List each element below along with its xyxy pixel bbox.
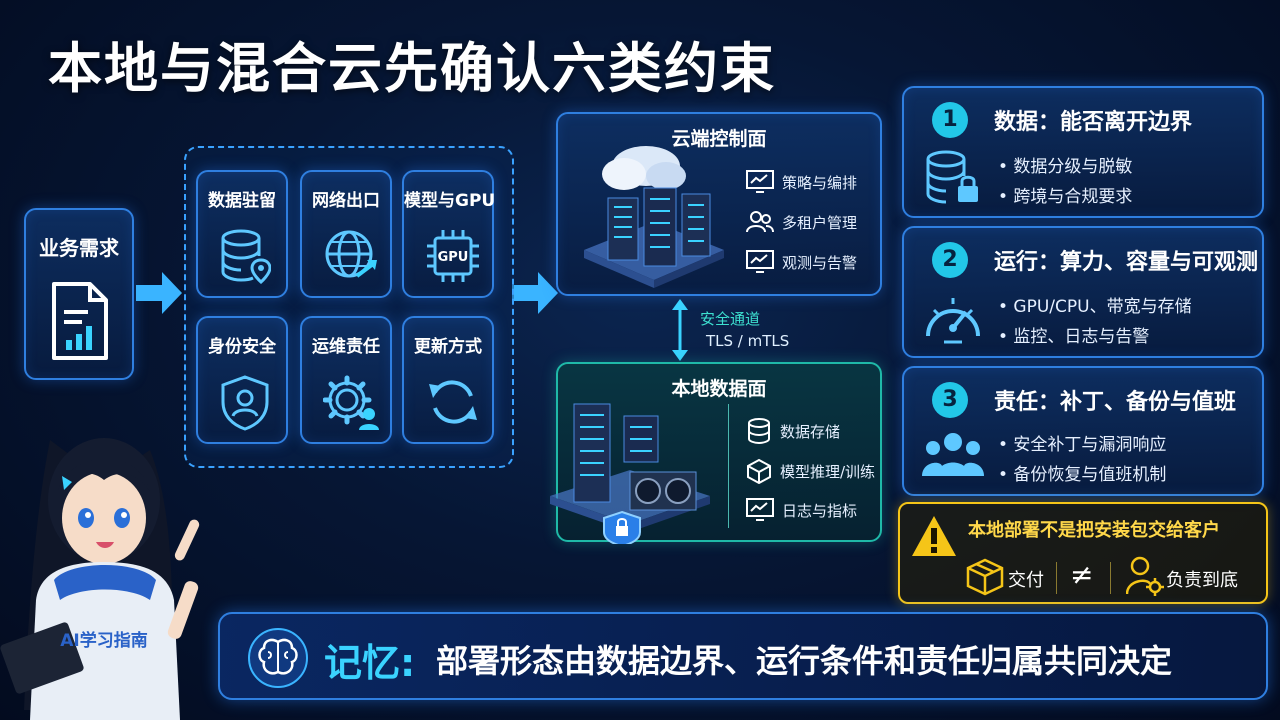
cloud-feature-observability: 观测与告警 bbox=[746, 250, 857, 274]
card-bullet: • 安全补丁与漏洞响应 bbox=[998, 435, 1167, 455]
package-box-icon bbox=[966, 558, 1004, 596]
user-gear-icon bbox=[1126, 556, 1164, 596]
constraint-identity-security: 身份安全 bbox=[196, 316, 288, 444]
card-number: 3 bbox=[932, 382, 968, 418]
constraint-model-gpu: 模型与GPU GPU bbox=[402, 170, 496, 298]
card-title: 数据：能否离开边界 bbox=[994, 110, 1193, 135]
gpu-chip-text: GPU bbox=[438, 250, 469, 265]
cube-icon bbox=[747, 458, 771, 484]
database-icon bbox=[748, 418, 770, 444]
constraint-label: 运维责任 bbox=[312, 337, 380, 357]
local-data-title: 本地数据面 bbox=[671, 378, 767, 400]
gauge-icon bbox=[926, 298, 980, 344]
bidirectional-arrow-icon bbox=[672, 299, 688, 361]
constraint-network-egress: 网络出口 bbox=[300, 170, 392, 298]
memory-label: 记忆: bbox=[324, 641, 416, 685]
monitor-chart-icon bbox=[746, 170, 774, 193]
local-feature-inference: 模型推理/训练 bbox=[746, 458, 875, 484]
local-data-plane: 本地数据面 数据存储 模型推理/训练 日志与指标 bbox=[550, 362, 882, 544]
card-bullet: • 监控、日志与告警 bbox=[998, 327, 1150, 347]
local-feature-label: 日志与指标 bbox=[782, 501, 858, 520]
warning-title: 本地部署不是把安装包交给客户 bbox=[968, 520, 1220, 541]
local-server-illustration bbox=[550, 403, 710, 544]
card-number: 1 bbox=[932, 102, 968, 138]
refresh-icon bbox=[429, 380, 477, 424]
card-runtime: 2 运行：算力、容量与可观测 • GPU/CPU、带宽与存储 • 监控、日志与告… bbox=[902, 226, 1264, 358]
brain-icon bbox=[248, 628, 308, 688]
card-bullet: • GPU/CPU、带宽与存储 bbox=[998, 297, 1192, 317]
constraint-label: 网络出口 bbox=[312, 191, 380, 211]
cloud-server-illustration bbox=[584, 146, 724, 288]
cloud-control-plane: 云端控制面 策略与编排 多租户管理 观测与告警 bbox=[556, 112, 882, 296]
card-bullet: • 数据分级与脱敏 bbox=[998, 157, 1133, 177]
card-data-boundary: 1 数据：能否离开边界 • 数据分级与脱敏 • 跨境与合规要求 bbox=[902, 86, 1264, 218]
report-document-icon bbox=[52, 282, 108, 360]
cloud-feature-label: 策略与编排 bbox=[782, 173, 858, 192]
gpu-chip-icon: GPU bbox=[427, 230, 479, 282]
card-title: 责任：补丁、备份与值班 bbox=[994, 390, 1237, 415]
constraint-label: 数据驻留 bbox=[208, 191, 276, 211]
mascot-girl-illustration: AI学习指南 bbox=[0, 438, 200, 720]
local-feature-label: 数据存储 bbox=[780, 422, 841, 441]
globe-arrow-icon bbox=[325, 230, 377, 278]
warning-triangle-icon bbox=[912, 516, 956, 556]
warning-deliver-label: 交付 bbox=[1008, 570, 1044, 591]
constraint-data-residency: 数据驻留 bbox=[196, 170, 288, 298]
hoodie-text: AI学习指南 bbox=[60, 630, 147, 651]
database-location-icon bbox=[221, 229, 271, 284]
secure-channel-protocol: TLS / mTLS bbox=[706, 332, 790, 350]
page-title: 本地与混合云先确认六类约束 bbox=[48, 37, 776, 100]
monitor-chart-icon bbox=[746, 498, 774, 521]
shield-user-icon bbox=[221, 375, 269, 431]
card-bullet: • 备份恢复与值班机制 bbox=[998, 465, 1167, 485]
warning-box: 本地部署不是把安装包交给客户 交付 ≠ 负责到底 bbox=[898, 502, 1268, 604]
gear-user-icon bbox=[323, 375, 379, 430]
constraint-label: 身份安全 bbox=[208, 337, 276, 357]
memory-banner: 记忆: 部署形态由数据边界、运行条件和责任归属共同决定 bbox=[218, 612, 1268, 700]
local-feature-storage: 数据存储 bbox=[746, 418, 840, 444]
constraint-label: 模型与GPU bbox=[404, 191, 496, 211]
constraint-update-method: 更新方式 bbox=[402, 316, 494, 444]
arrow-right-icon bbox=[512, 272, 558, 314]
card-number: 2 bbox=[932, 242, 968, 278]
constraint-ops-responsibility: 运维责任 bbox=[300, 316, 392, 444]
constraint-label: 更新方式 bbox=[414, 337, 482, 357]
cloud-feature-label: 多租户管理 bbox=[782, 213, 858, 232]
secure-channel-label: 安全通道 bbox=[700, 310, 761, 328]
cloud-feature-policy: 策略与编排 bbox=[746, 170, 857, 194]
not-equal-sign: ≠ bbox=[1070, 558, 1094, 591]
memory-text: 部署形态由数据边界、运行条件和责任归属共同决定 bbox=[436, 642, 1173, 680]
arrow-right-icon bbox=[136, 272, 182, 314]
cloud-feature-label: 观测与告警 bbox=[782, 253, 858, 272]
business-need-label: 业务需求 bbox=[39, 236, 119, 260]
cloud-feature-tenants: 多租户管理 bbox=[746, 210, 857, 234]
card-title: 运行：算力、容量与可观测 bbox=[994, 250, 1259, 275]
business-need-box: 业务需求 bbox=[24, 208, 134, 380]
warning-responsible-label: 负责到底 bbox=[1166, 570, 1238, 591]
card-bullet: • 跨境与合规要求 bbox=[998, 187, 1133, 207]
users-icon bbox=[746, 211, 774, 233]
local-feature-label: 模型推理/训练 bbox=[780, 462, 876, 481]
monitor-chart-icon bbox=[746, 250, 774, 273]
database-lock-icon bbox=[926, 150, 978, 204]
local-feature-logs: 日志与指标 bbox=[746, 498, 857, 522]
card-responsibility: 3 责任：补丁、备份与值班 • 安全补丁与漏洞响应 • 备份恢复与值班机制 bbox=[902, 366, 1264, 496]
cloud-control-title: 云端控制面 bbox=[671, 128, 767, 150]
team-icon bbox=[922, 433, 984, 476]
